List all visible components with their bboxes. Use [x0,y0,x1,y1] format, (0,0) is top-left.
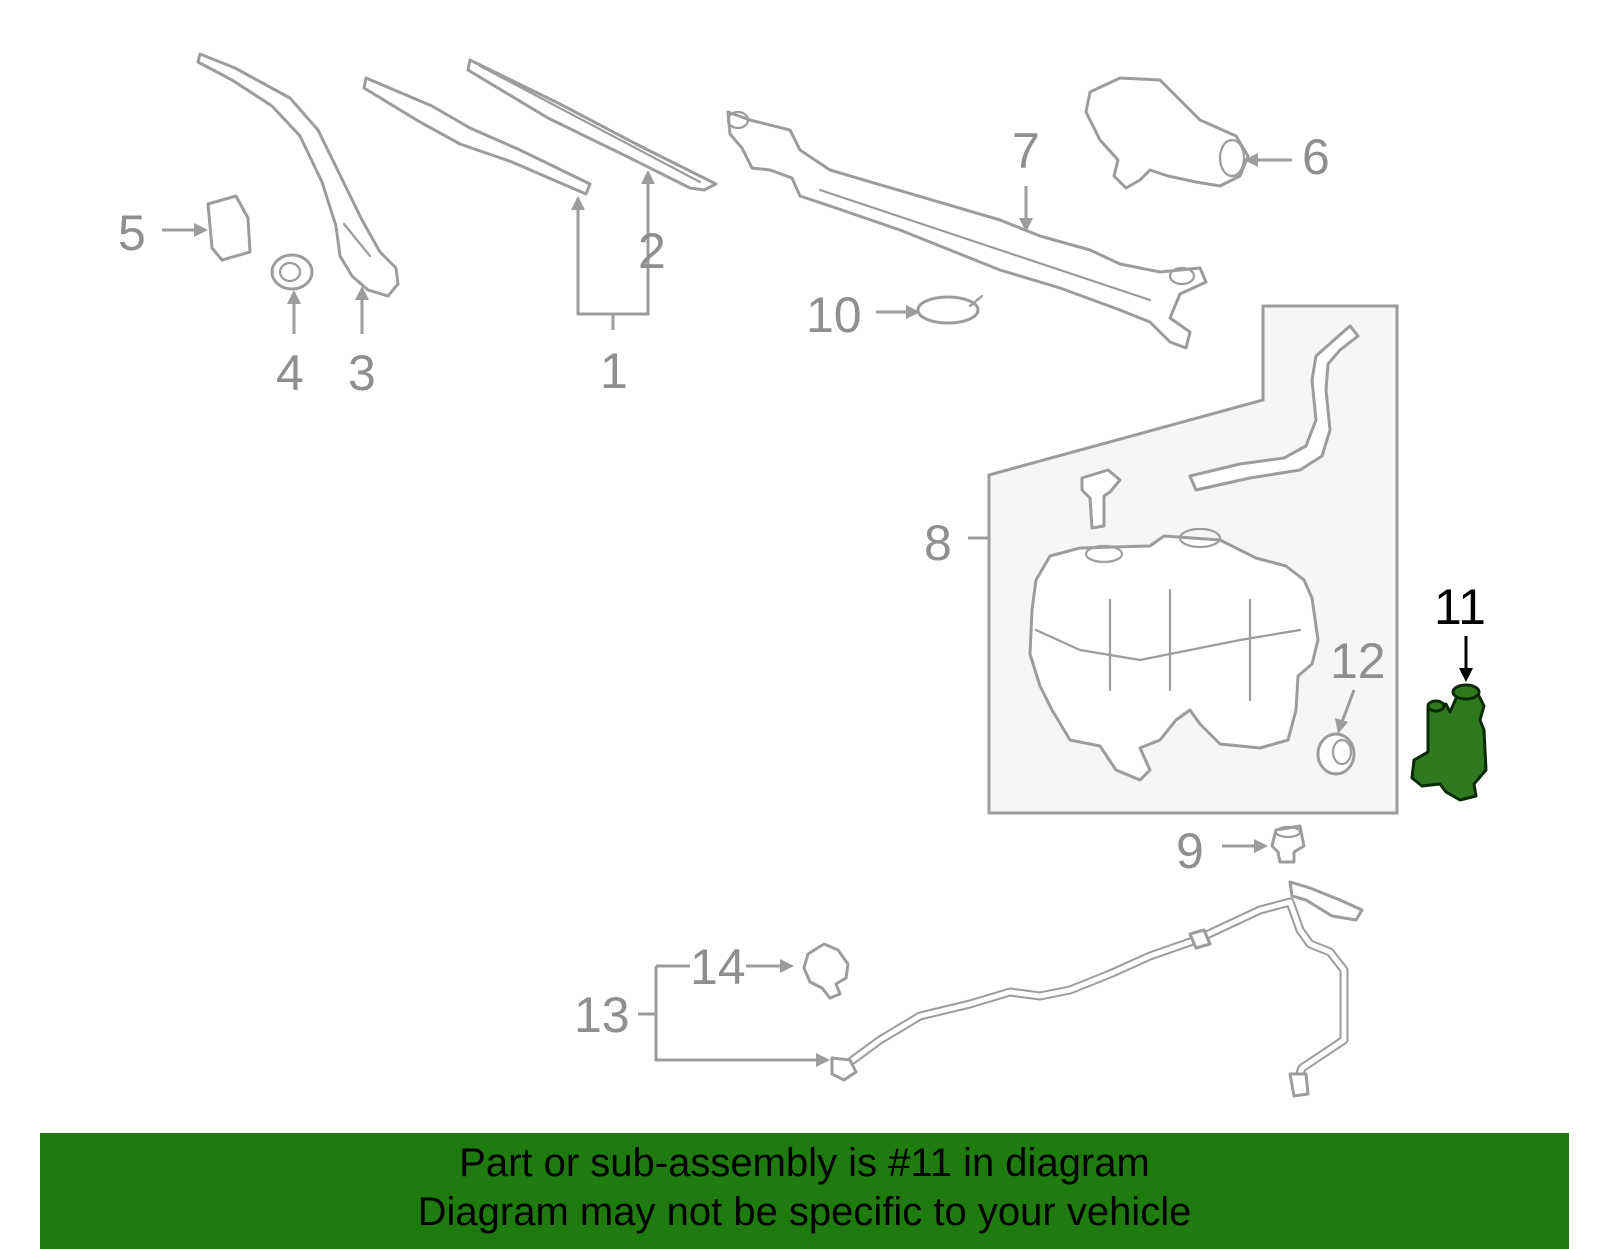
wiper-linkage [726,110,1208,350]
reservoir-fill-hose [1188,324,1360,492]
callout-9: 9 [1176,823,1204,879]
callout-14: 14 [690,939,746,995]
leader-3 [355,286,369,334]
washer-nozzle [802,942,850,1000]
wiper-motor [1084,76,1250,190]
callout-12: 12 [1330,633,1386,689]
callout-1: 1 [600,343,628,399]
leader-4 [287,290,301,334]
washer-pump-highlight [1410,683,1488,802]
banner-line-part: Part or sub-assembly is #11 in diagram [459,1141,1150,1185]
leader-12 [1335,689,1356,734]
info-banner: Part or sub-assembly is #11 in diagram D… [40,1133,1569,1249]
callout-5: 5 [118,205,146,261]
callout-3: 3 [348,345,376,401]
callout-2: 2 [638,223,666,279]
arm-cap [206,194,252,262]
pump-seal [1270,824,1306,864]
washer-reservoir [1028,527,1320,782]
arm-nut [270,253,314,291]
callout-11: 11 [1434,579,1486,635]
callout-7: 7 [1012,123,1040,179]
leader-11 [1459,636,1473,682]
callout-4: 4 [276,345,304,401]
wiper-blade-driver [362,76,592,196]
banner-line-disclaimer: Diagram may not be specific to your vehi… [417,1190,1192,1234]
washer-hose [830,880,1364,1098]
callout-13: 13 [574,987,630,1043]
callout-10: 10 [806,287,862,343]
leader-1 [571,170,655,330]
reservoir-bolt [1080,468,1122,530]
pump-grommet [1316,732,1356,776]
leader-10 [876,305,920,319]
callout-6: 6 [1302,129,1330,185]
leader-14 [746,959,794,973]
wiper-arm-driver [196,52,400,298]
linkage-grommet [916,294,984,325]
wiper-blade-passenger [466,58,718,192]
leader-7 [1019,186,1033,232]
leader-5 [162,223,208,237]
leader-6 [1244,153,1292,167]
leader-13 [638,964,830,1067]
callout-8: 8 [924,515,952,571]
leader-9 [1222,839,1268,853]
